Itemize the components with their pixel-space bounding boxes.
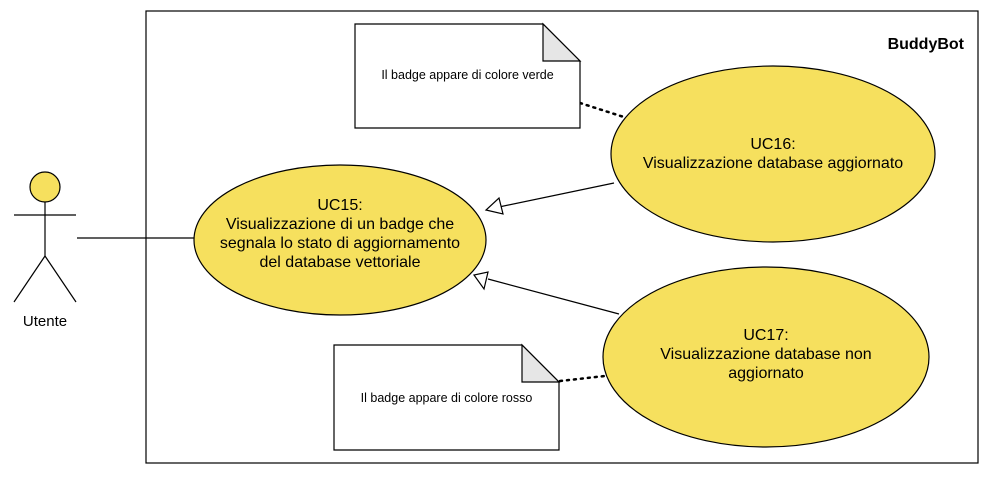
uc15-line1: Visualizzazione di un badge che <box>225 216 455 233</box>
note-red <box>333 343 561 451</box>
generalization-arrowhead <box>484 196 504 215</box>
note-green-text: Il badge appare di colore verde <box>381 68 554 82</box>
generalization-arrowhead <box>472 271 489 291</box>
note-anchor-red <box>558 374 607 383</box>
uc17-line1: Visualizzazione database non <box>660 346 872 363</box>
use-case-uc17 <box>602 266 930 448</box>
uc16-label: UC16: Visualizzazione database aggiornat… <box>611 135 935 173</box>
note-anchor-green <box>578 101 629 120</box>
uc17-label: UC17: Visualizzazione database non aggio… <box>603 326 929 383</box>
note-green <box>354 22 582 129</box>
generalization-uc17 <box>472 271 620 315</box>
uc15-label: UC15: Visualizzazione di un badge che se… <box>194 196 486 272</box>
actor-name: Utente <box>22 313 68 330</box>
use-case-uc16 <box>610 65 936 243</box>
uc16-line1: Visualizzazione database aggiornato <box>642 155 904 172</box>
actor-utente-figure <box>13 171 77 303</box>
uc17-id: UC17: <box>743 327 789 344</box>
uc15-id: UC15: <box>317 197 363 214</box>
actor-head <box>29 171 61 203</box>
uc15-line2: segnala lo stato di aggiornamento <box>219 235 461 252</box>
generalization-uc16 <box>484 182 615 215</box>
system-name: BuddyBot <box>887 36 964 53</box>
use-case-uc15 <box>193 164 487 316</box>
uc16-id: UC16: <box>750 136 796 153</box>
uc17-line2: aggiornato <box>728 365 804 382</box>
note-red-text: Il badge appare di colore rosso <box>360 391 533 405</box>
uc15-line3: del database vettoriale <box>259 254 421 271</box>
